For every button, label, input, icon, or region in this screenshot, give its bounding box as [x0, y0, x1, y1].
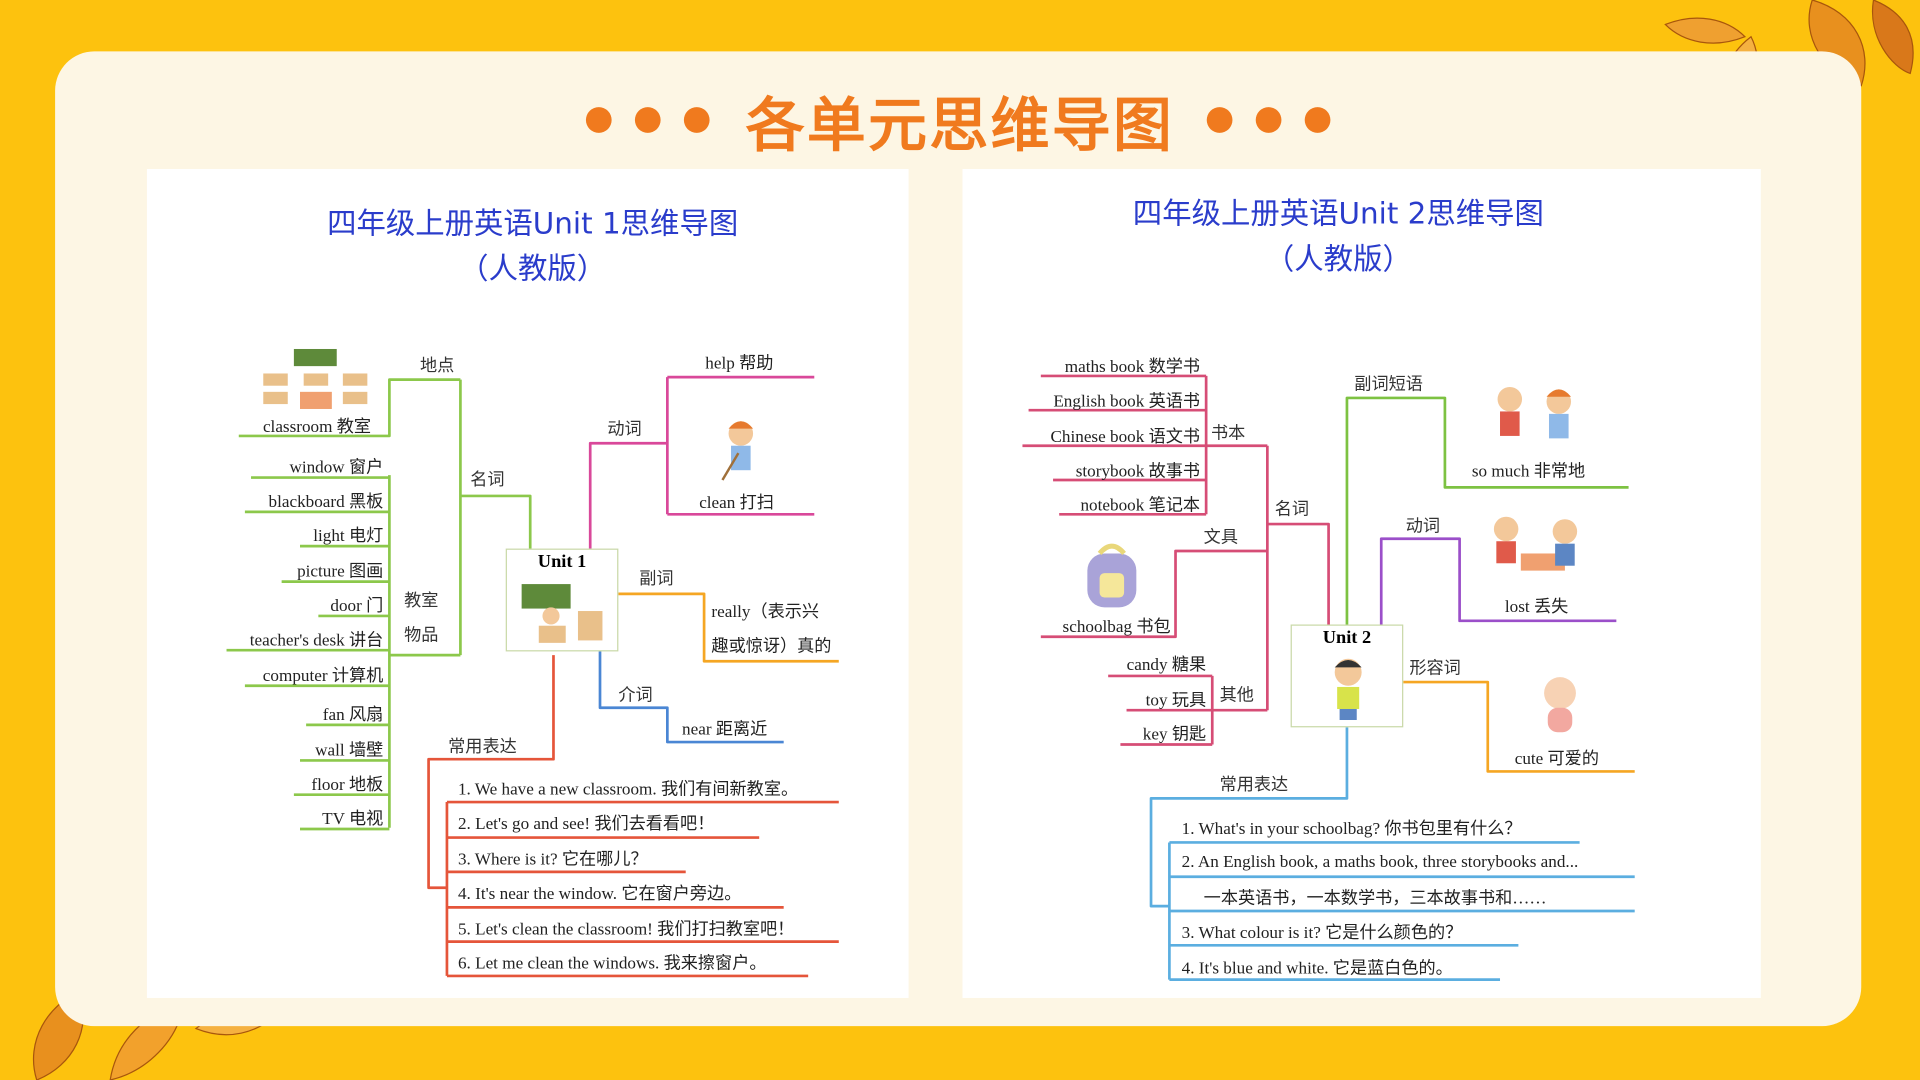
branch-label-adverb: 副词 [639, 569, 674, 589]
title-dot-icon [683, 107, 710, 133]
vocab-item: really（表示兴 [711, 603, 820, 623]
vocab-item: light 电灯 [313, 527, 384, 547]
expression-item: 4. It's near the window. 它在窗户旁边。 [457, 885, 742, 904]
branch-label-noun: 名词 [1274, 499, 1309, 520]
vocab-item: so much 非常地 [1471, 462, 1586, 482]
unit1-center-label: Unit 1 [537, 552, 587, 572]
slide-title: 各单元思维导图 [745, 91, 1175, 161]
classroom-illustration-icon [263, 348, 368, 409]
vocab-item: near 距离近 [682, 721, 768, 740]
schoolbag-illustration-icon [1087, 543, 1137, 608]
vocab-item: TV 电视 [322, 810, 384, 829]
vocab-item: maths book 数学书 [1064, 358, 1201, 378]
vocab-item: key 钥匙 [1142, 726, 1207, 745]
vocab-item: picture 图画 [297, 563, 384, 582]
vocab-item: window 窗户 [289, 459, 384, 478]
title-dot-icon [1206, 107, 1233, 133]
unit1-subtitle: （人教版） [459, 251, 607, 286]
branch-label-stationery: 文具 [1203, 527, 1238, 548]
expression-item: 6. Let me clean the windows. 我来擦窗户。 [457, 955, 767, 974]
branch-label-adjective: 形容词 [1409, 658, 1461, 679]
branch-label-books: 书本 [1211, 423, 1246, 444]
expression-item: 3. What colour is it? 它是什么颜色的？ [1181, 924, 1463, 943]
branch-label-other: 其他 [1219, 685, 1254, 706]
branch-label-expressions: 常用表达 [1219, 775, 1289, 795]
vocab-item: 趣或惊讶）真的 [711, 637, 832, 657]
boy-illustration-icon [1334, 658, 1362, 721]
vocab-item: blackboard 黑板 [268, 493, 384, 512]
branch-label-preposition: 介词 [618, 685, 653, 706]
expression-item: 1. We have a new classroom. 我们有间新教室。 [457, 781, 799, 800]
expression-item: 2. Let's go and see! 我们去看看吧！ [457, 815, 715, 834]
classroom-boy-illustration-icon [521, 584, 603, 643]
title-dot-icon [585, 107, 612, 133]
vocab-item: English book 英语书 [1053, 393, 1201, 412]
vocab-item: floor 地板 [311, 776, 384, 795]
vocab-item: Chinese book 语文书 [1050, 428, 1201, 447]
expression-item: 1. What's in your schoolbag? 你书包里有什么？ [1181, 820, 1522, 839]
two-children-illustration-icon [1497, 386, 1572, 439]
expression-item: 5. Let's clean the classroom! 我们打扫教室吧！ [457, 920, 795, 940]
vocab-item: candy 糖果 [1126, 656, 1207, 675]
unit2-center-label: Unit 2 [1322, 628, 1372, 648]
vocab-item: teacher's desk 讲台 [249, 631, 384, 651]
branch-label-adverb-phrase: 副词短语 [1354, 374, 1423, 395]
title-dot-icon [1255, 107, 1282, 133]
branch-label-verb: 动词 [1405, 516, 1441, 537]
vocab-item: clean 打扫 [699, 494, 774, 514]
vocab-item: fan 风扇 [322, 706, 384, 725]
unit1-title: 四年级上册英语Unit 1思维导图 [327, 206, 739, 241]
branch-label-classroom-items: 教室 [404, 591, 439, 612]
vocab-item: lost 丢失 [1504, 598, 1569, 618]
expression-item: 4. It's blue and white. 它是蓝白色的。 [1181, 960, 1453, 979]
branch-label-verb: 动词 [607, 420, 642, 440]
baby-illustration-icon [1544, 677, 1576, 733]
vocab-item: door 门 [330, 597, 384, 616]
unit2-subtitle: （人教版） [1264, 241, 1412, 277]
branch-label-place: 地点 [420, 356, 455, 376]
title-dot-icon [634, 107, 661, 133]
children-looking-illustration-icon [1493, 516, 1578, 571]
expression-item: 一本英语书，一本数学书，三本故事书和…… [1203, 890, 1547, 909]
vocab-item: notebook 笔记本 [1080, 497, 1201, 516]
unit2-center-node: Unit 2 [1290, 624, 1404, 728]
unit1-center-node: Unit 1 [505, 548, 619, 652]
branch-label-classroom-items: 物品 [404, 625, 439, 646]
vocab-item: storybook 故事书 [1075, 462, 1201, 482]
expression-item: 2. An English book, a maths book, three … [1181, 853, 1579, 872]
expression-item: 3. Where is it? 它在哪儿？ [457, 851, 648, 870]
vocab-item: help 帮助 [705, 355, 774, 374]
vocab-item: cute 可爱的 [1514, 750, 1599, 769]
place-item: classroom 教室 [262, 418, 372, 438]
title-dot-icon [1304, 107, 1331, 133]
vocab-item: schoolbag 书包 [1062, 618, 1171, 637]
unit2-title: 四年级上册英语Unit 2思维导图 [1132, 196, 1544, 231]
vocab-item: computer 计算机 [262, 667, 384, 686]
branch-label-expressions: 常用表达 [448, 737, 517, 757]
vocab-item: wall 墙壁 [315, 742, 384, 761]
girl-cleaning-illustration-icon [721, 421, 754, 481]
vocab-item: toy 玩具 [1145, 691, 1207, 711]
branch-label-noun: 名词 [470, 470, 505, 490]
